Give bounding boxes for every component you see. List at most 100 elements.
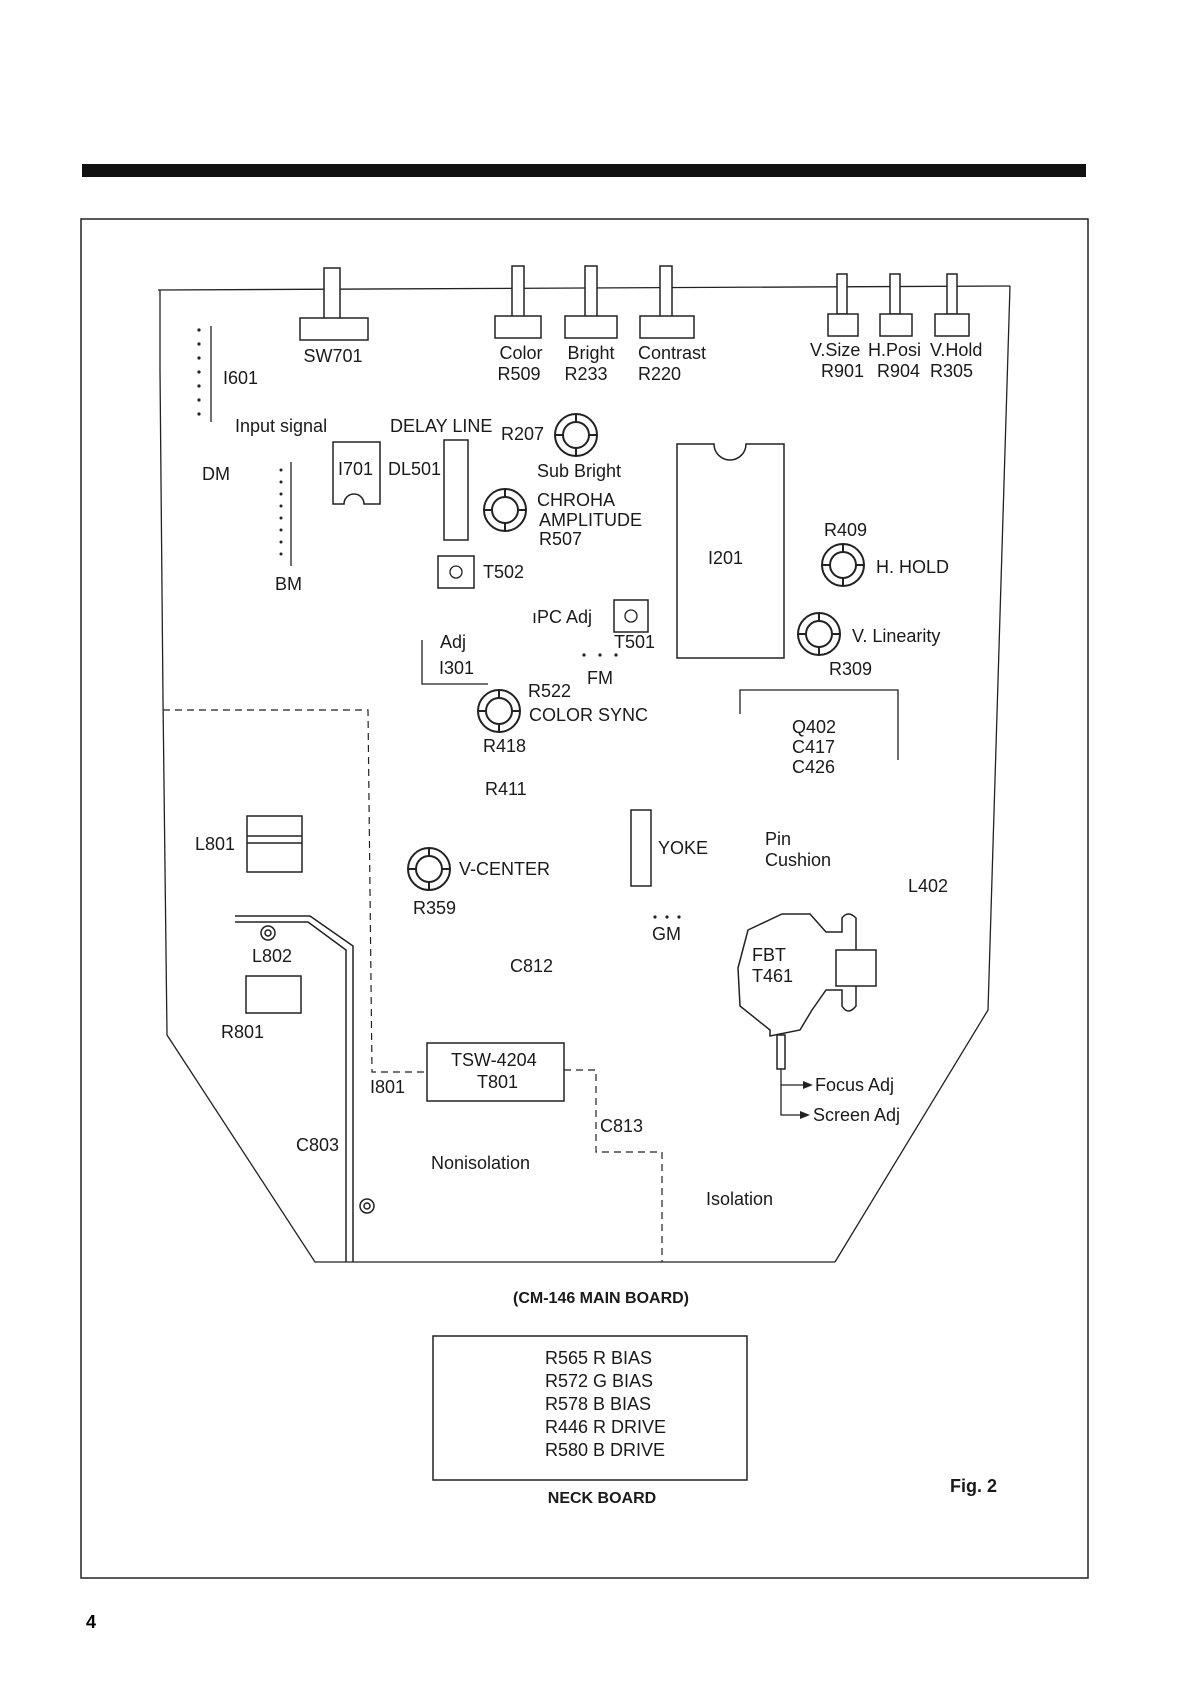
fm-label: FM [587, 668, 613, 688]
input-signal-label: Input signal [235, 416, 327, 436]
bright-ref: R233 [564, 364, 607, 384]
fbt-label: FBT [752, 945, 786, 965]
bm-connector-pins [279, 468, 283, 556]
c813-label: C813 [600, 1116, 643, 1136]
contrast-ref: R220 [638, 364, 681, 384]
fbt-t461 [737, 913, 877, 1070]
page-number: 4 [86, 1612, 97, 1632]
vsize-knob [827, 273, 859, 337]
i601-connector-pins [197, 328, 201, 416]
contrast-label: Contrast [638, 343, 706, 363]
t501-label: T501 [614, 632, 655, 652]
l402-label: L402 [908, 876, 948, 896]
bright-label: Bright [567, 343, 614, 363]
apc-adj-label: ıPC Adj [532, 607, 592, 627]
vsize-label: V.Size [810, 340, 860, 360]
r359-trimmer [407, 847, 451, 891]
focus-adj-label: Focus Adj [815, 1075, 894, 1095]
neck-board-item: R580 B DRIVE [545, 1440, 665, 1460]
i301-label: I301 [439, 658, 474, 678]
figure-label: Fig. 2 [950, 1476, 997, 1496]
t461-label: T461 [752, 966, 793, 986]
c803-label: C803 [296, 1135, 339, 1155]
v-center-label: V-CENTER [459, 859, 550, 879]
r207-trimmer [554, 413, 598, 457]
hposi-ref: R904 [877, 361, 920, 381]
v-linearity-label: V. Linearity [852, 626, 940, 646]
neck-board-item: R572 G BIAS [545, 1371, 653, 1391]
r309-trimmer [797, 612, 841, 656]
dm-label: DM [202, 464, 230, 484]
board-right-edge [834, 285, 1011, 1263]
r359-label: R359 [413, 898, 456, 918]
neck-board-item: R446 R DRIVE [545, 1417, 666, 1437]
board-top-edge [157, 285, 1011, 291]
r411-label: R411 [485, 779, 527, 799]
i301-bracket [421, 640, 488, 685]
c812-label: C812 [510, 956, 553, 976]
r409-trimmer [821, 543, 865, 587]
color-label: Color [499, 343, 542, 363]
color-knob [494, 265, 542, 339]
amplitude-label: AMPLITUDE [539, 510, 642, 530]
sub-bright-label: Sub Bright [537, 461, 621, 481]
vhold-ref: R305 [930, 361, 973, 381]
yoke-connector [630, 809, 652, 887]
neck-board-item-list: R565 R BIAS R572 G BIAS R578 B BIAS R446… [545, 1348, 666, 1460]
r801-label: R801 [221, 1022, 264, 1042]
t502-label: T502 [483, 562, 524, 582]
r418-label: R418 [483, 736, 526, 756]
delay-line-label: DELAY LINE [390, 416, 492, 436]
nonisolation-label: Nonisolation [431, 1153, 530, 1173]
c426-label: C426 [792, 757, 835, 777]
q402-bracket [739, 689, 899, 760]
t501-coil [613, 599, 649, 633]
hposi-label: H.Posi [868, 340, 921, 360]
r309-label: R309 [829, 659, 872, 679]
r409-label: R409 [824, 520, 867, 540]
neck-board-box [432, 1335, 748, 1481]
screen-adj-label: Screen Adj [813, 1105, 900, 1125]
vhold-knob [934, 273, 970, 337]
board-left-bottom-edge [162, 699, 835, 1263]
c417-label: C417 [792, 737, 835, 757]
l802-label: L802 [252, 946, 292, 966]
isolation-boundary-left [163, 709, 427, 1073]
r418-trimmer [477, 689, 521, 733]
sw701-label: SW701 [303, 346, 362, 366]
hposi-knob [879, 273, 913, 337]
r522-label: R522 [528, 681, 571, 701]
chroha-label: CHROHA [537, 490, 615, 510]
sw701-switch [299, 267, 369, 341]
vsize-ref: R901 [821, 361, 864, 381]
figure-frame [80, 218, 1089, 1579]
isolation-boundary-right [564, 1069, 663, 1262]
l802-heatsink [235, 915, 375, 1262]
pin-label: Pin [765, 829, 791, 849]
isolation-label: Isolation [706, 1189, 773, 1209]
i701-label: I701 [338, 459, 373, 479]
adj-label: Adj [440, 632, 466, 652]
l801-label: L801 [195, 834, 235, 854]
t502-coil [437, 555, 475, 589]
t801-label: T801 [477, 1072, 518, 1092]
r507-trimmer [483, 488, 527, 532]
tsw-label: TSW-4204 [451, 1050, 537, 1070]
i201-ic [676, 443, 785, 659]
yoke-label: YOKE [658, 838, 708, 858]
l801-coil [246, 815, 303, 873]
color-ref: R509 [497, 364, 540, 384]
bright-knob [564, 265, 618, 339]
neck-board-item: R565 R BIAS [545, 1348, 652, 1368]
r207-label: R207 [501, 424, 544, 444]
dl501-delay-line [443, 439, 469, 541]
neck-board-caption: NECK BOARD [548, 1490, 656, 1507]
focus-screen-arrows [780, 1069, 805, 1116]
t801-transformer [426, 1042, 565, 1102]
i701-ic [332, 441, 381, 505]
contrast-knob [639, 265, 695, 339]
i201-label: I201 [708, 548, 743, 568]
bm-label: BM [275, 574, 302, 594]
